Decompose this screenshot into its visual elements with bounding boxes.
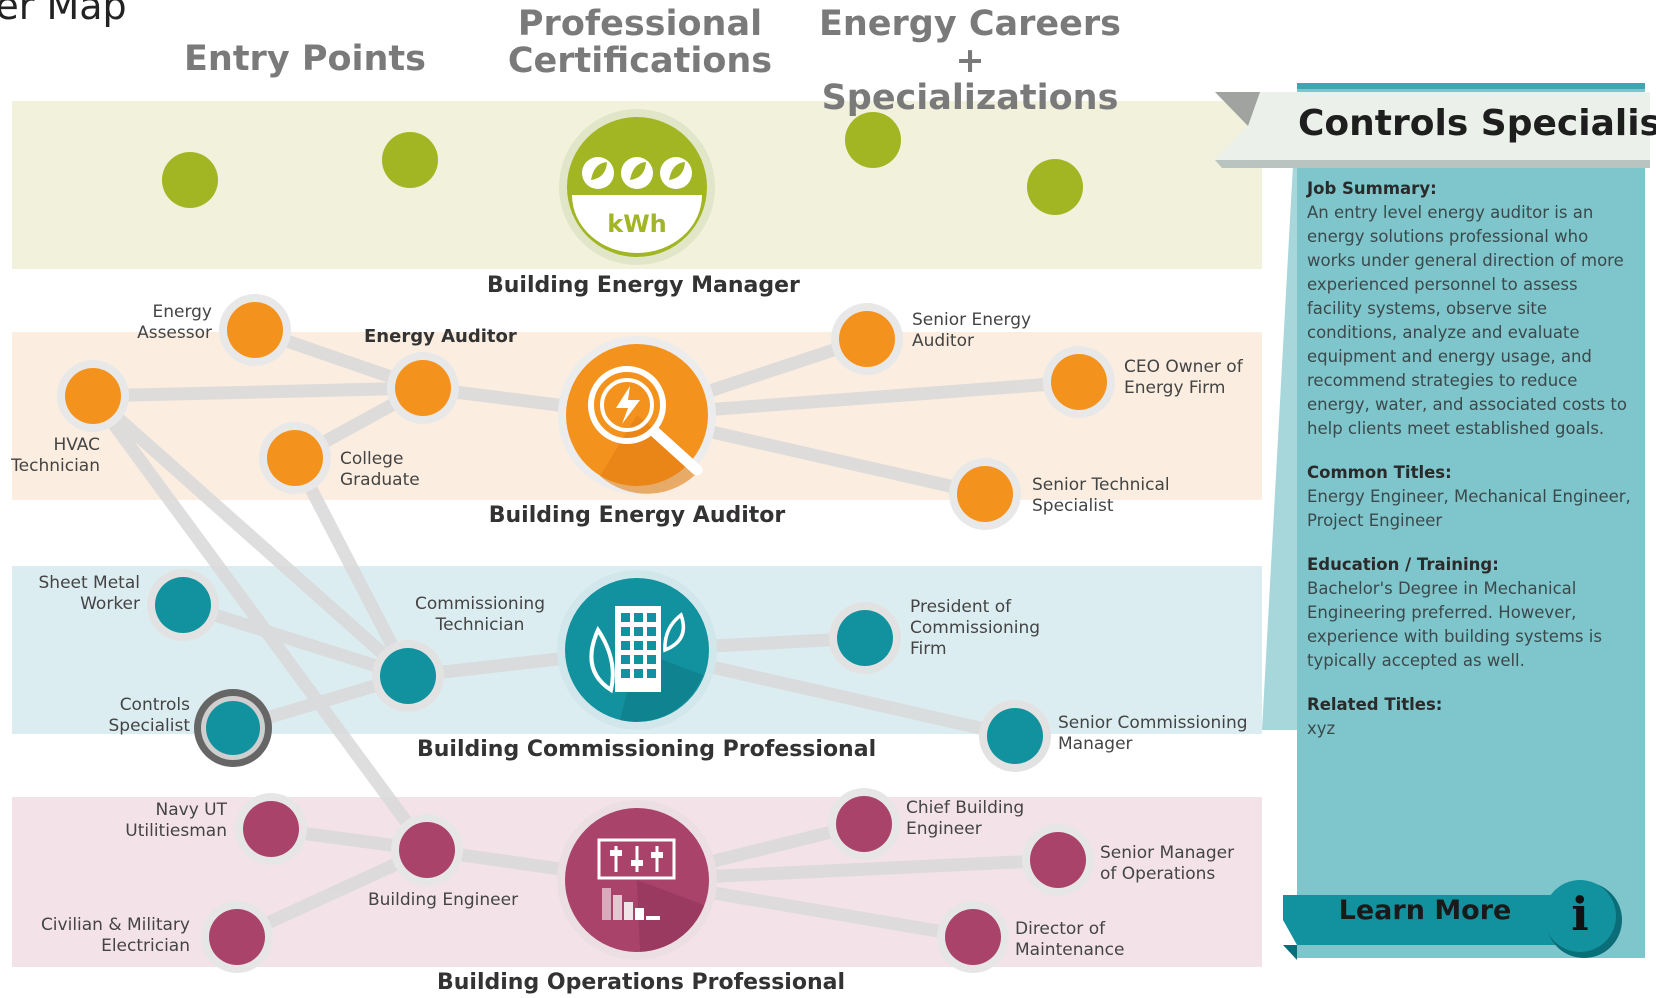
education-heading: Education / Training: [1307,555,1499,574]
auditor-nodes [57,294,1115,530]
label-president-commissioning: President of Commissioning Firm [910,597,1041,659]
column-header-energy-careers: Energy Careers + Specializations [818,4,1121,118]
control-panel-icon[interactable] [557,800,717,960]
label-senior-manager-operations: Senior Manager of Operations [1100,843,1235,884]
node-chief-building-engineer[interactable] [836,796,892,852]
manager-node[interactable] [382,132,438,188]
node-senior-energy-auditor[interactable] [839,311,895,367]
column-header-professional-certifications: Professional Certifications [507,4,773,81]
svg-text:kWh: kWh [607,210,667,238]
node-senior-commissioning-manager[interactable] [987,708,1043,764]
node-ceo-owner[interactable] [1051,354,1107,410]
job-summary-heading: Job Summary: [1307,179,1437,198]
education-text: Bachelor's Degree in Mechanical Engineer… [1307,579,1602,670]
green-building-icon[interactable] [557,570,717,730]
common-titles-heading: Common Titles: [1307,463,1452,482]
panel-title-ribbon-fold [1215,92,1260,126]
node-college-graduate[interactable] [267,430,323,486]
job-detail-panel: Job Summary: An entry level energy audit… [1297,165,1645,741]
node-president-commissioning[interactable] [837,610,893,666]
magnifier-lightning-icon[interactable] [558,336,716,494]
panel-callout-arrow [1262,92,1297,730]
info-icon-glyph[interactable]: i [1571,887,1589,941]
job-summary-text: An entry level energy auditor is an ener… [1307,203,1627,438]
node-navy-ut[interactable] [243,801,299,857]
column-header-entry-points: Entry Points [184,39,426,79]
hub-label-operations: Building Operations Professional [437,970,845,995]
label-director-maintenance: Director of Maintenance [1015,919,1125,960]
node-senior-technical-specialist[interactable] [957,466,1013,522]
panel-title: Controls Specialist [1298,103,1656,144]
node-sheet-metal-worker[interactable] [155,577,211,633]
common-titles-text: Energy Engineer, Mechanical Engineer, Pr… [1307,487,1631,530]
connector [86,389,415,683]
node-building-engineer[interactable] [399,822,455,878]
node-energy-assessor[interactable] [227,302,283,358]
related-titles-heading: Related Titles: [1307,695,1443,714]
panel-title-ribbon [1215,92,1650,160]
panel-title-ribbon-shadow [1215,160,1650,168]
node-hvac-technician[interactable] [65,368,121,424]
label-senior-energy-auditor: Senior Energy Auditor [912,310,1032,351]
label-chief-building-engineer: Chief Building Engineer [906,798,1025,839]
label-navy-ut: Navy UT Utilitiesman [125,800,227,841]
hub-label-commissioning: Building Commissioning Professional [417,737,877,762]
manager-node[interactable] [845,112,901,168]
panel-top-accent [1297,83,1645,89]
learn-more-button[interactable]: Learn More [1338,895,1512,926]
connector [288,451,415,683]
label-commissioning-technician: Commissioning Technician [414,594,545,635]
label-sheet-metal-worker: Sheet Metal Worker [38,573,141,614]
related-titles-text: xyz [1307,719,1336,738]
panel-background [1297,83,1645,958]
manager-node[interactable] [162,152,218,208]
hub-label-manager: Building Energy Manager [487,273,800,298]
label-building-engineer: Building Engineer [368,890,519,910]
kwh-leaves-icon[interactable]: kWh [559,109,715,265]
learn-more-fold [1283,945,1297,960]
learn-more-ribbon[interactable] [1283,895,1575,945]
label-energy-auditor: Energy Auditor [364,326,517,347]
label-controls-specialist: Controls Specialist [108,695,191,736]
connector [86,381,430,403]
label-energy-assessor: Energy Assessor [137,302,212,343]
label-college-graduate: College Graduate [340,449,420,490]
page-title: eer Map [0,0,127,28]
manager-node[interactable] [1027,159,1083,215]
connector [176,598,415,683]
node-controls-specialist[interactable] [206,701,260,755]
hub-label-auditor: Building Energy Auditor [488,503,786,528]
info-icon[interactable] [1544,880,1616,952]
label-senior-commissioning-manager: Senior Commissioning Manager [1058,713,1248,754]
label-hvac-technician: HVAC Technician [11,435,100,476]
node-senior-manager-operations[interactable] [1030,832,1086,888]
label-civilian-military-electrician: Civilian & Military Electrician [40,915,190,956]
commissioning-nodes [147,569,1051,772]
node-director-maintenance[interactable] [945,909,1001,965]
node-energy-auditor[interactable] [395,360,451,416]
label-ceo-owner: CEO Owner of Energy Firm [1124,357,1243,398]
label-senior-technical-specialist: Senior Technical Specialist [1032,475,1170,516]
node-commissioning-technician[interactable] [380,648,436,704]
operations-nodes [201,788,1094,973]
node-civilian-military-electrician[interactable] [209,909,265,965]
